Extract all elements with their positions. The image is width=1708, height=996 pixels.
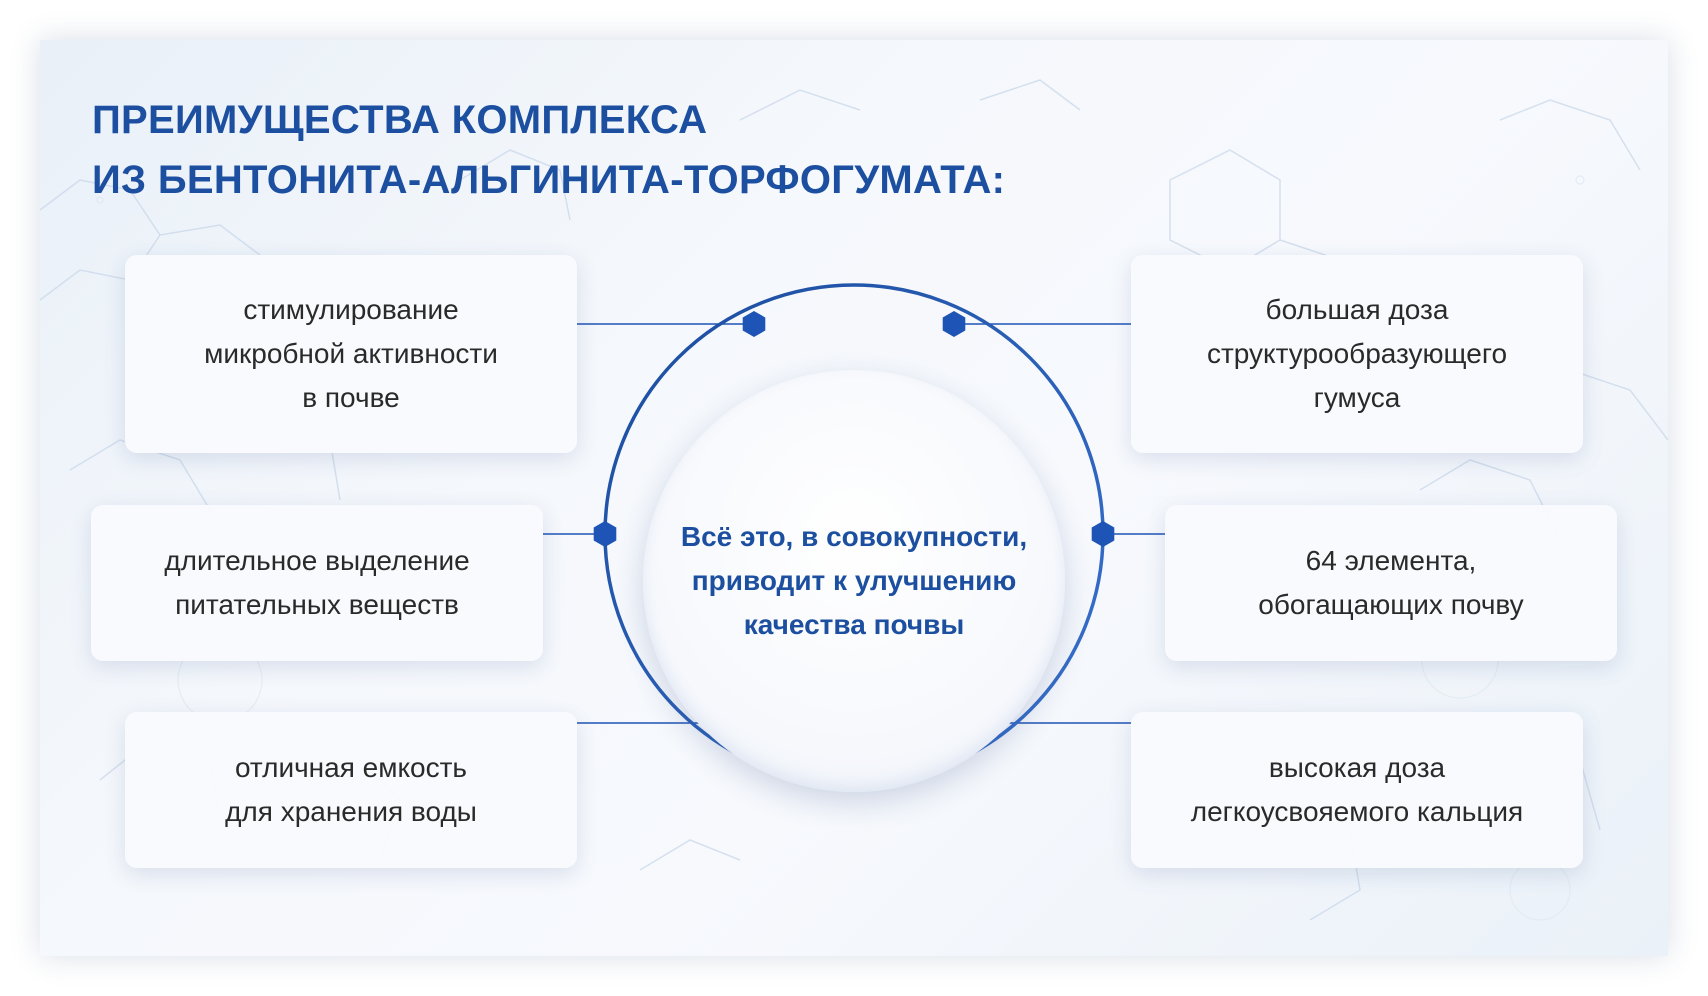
hexagon-node-icon <box>742 311 766 337</box>
benefit-line: отличная емкость <box>234 752 468 783</box>
benefit-card-water-capacity: отличная емкость для хранения воды <box>125 712 577 868</box>
center-line: Всё это, в совокупности, <box>680 521 1028 552</box>
benefit-line: большая доза <box>1265 294 1449 325</box>
benefit-line: обогащающих почву <box>1258 589 1524 620</box>
benefit-card-64-elements: 64 элемента, обогащающих почву <box>1165 505 1617 661</box>
benefit-line: стимулирование <box>243 294 459 325</box>
hexagon-node-icon <box>1091 521 1115 547</box>
benefit-line: структурообразующего <box>1206 338 1508 369</box>
benefit-line: микробной активности <box>204 338 498 369</box>
hexagon-node-icon <box>942 311 966 337</box>
benefit-card-microbial-activity: стимулирование микробной активности в по… <box>125 255 577 453</box>
benefit-line: легкоусвояемого кальция <box>1190 796 1524 827</box>
benefit-line: в почве <box>302 382 400 413</box>
benefit-line: длительное выделение <box>164 545 470 576</box>
center-summary-circle: Всё это, в совокупности, приводит к улуч… <box>643 370 1065 792</box>
benefit-line: высокая доза <box>1268 752 1446 783</box>
title-line-1: ПРЕИМУЩЕСТВА КОМПЛЕКСА <box>92 98 708 142</box>
benefit-line: питательных веществ <box>175 589 459 620</box>
slide: ПРЕИМУЩЕСТВА КОМПЛЕКСА ИЗ БЕНТОНИТА-АЛЬГ… <box>40 40 1668 956</box>
center-line: приводит к улучшению <box>691 565 1017 596</box>
center-summary-text: Всё это, в совокупности, приводит к улуч… <box>681 515 1027 647</box>
benefit-line: 64 элемента, <box>1305 545 1477 576</box>
title-line-2: ИЗ БЕНТОНИТА-АЛЬГИНИТА-ТОРФОГУМАТА: <box>92 158 1006 202</box>
benefit-card-humus-dose: большая доза структурообразующего гумуса <box>1131 255 1583 453</box>
benefit-line: для хранения воды <box>225 796 477 827</box>
hexagon-node-icon <box>593 521 617 547</box>
page-title: ПРЕИМУЩЕСТВА КОМПЛЕКСА ИЗ БЕНТОНИТА-АЛЬГ… <box>92 90 1005 210</box>
benefit-card-nutrient-release: длительное выделение питательных веществ <box>91 505 543 661</box>
benefit-line: гумуса <box>1313 382 1401 413</box>
center-line: качества почвы <box>743 609 965 640</box>
benefit-card-calcium-dose: высокая доза легкоусвояемого кальция <box>1131 712 1583 868</box>
